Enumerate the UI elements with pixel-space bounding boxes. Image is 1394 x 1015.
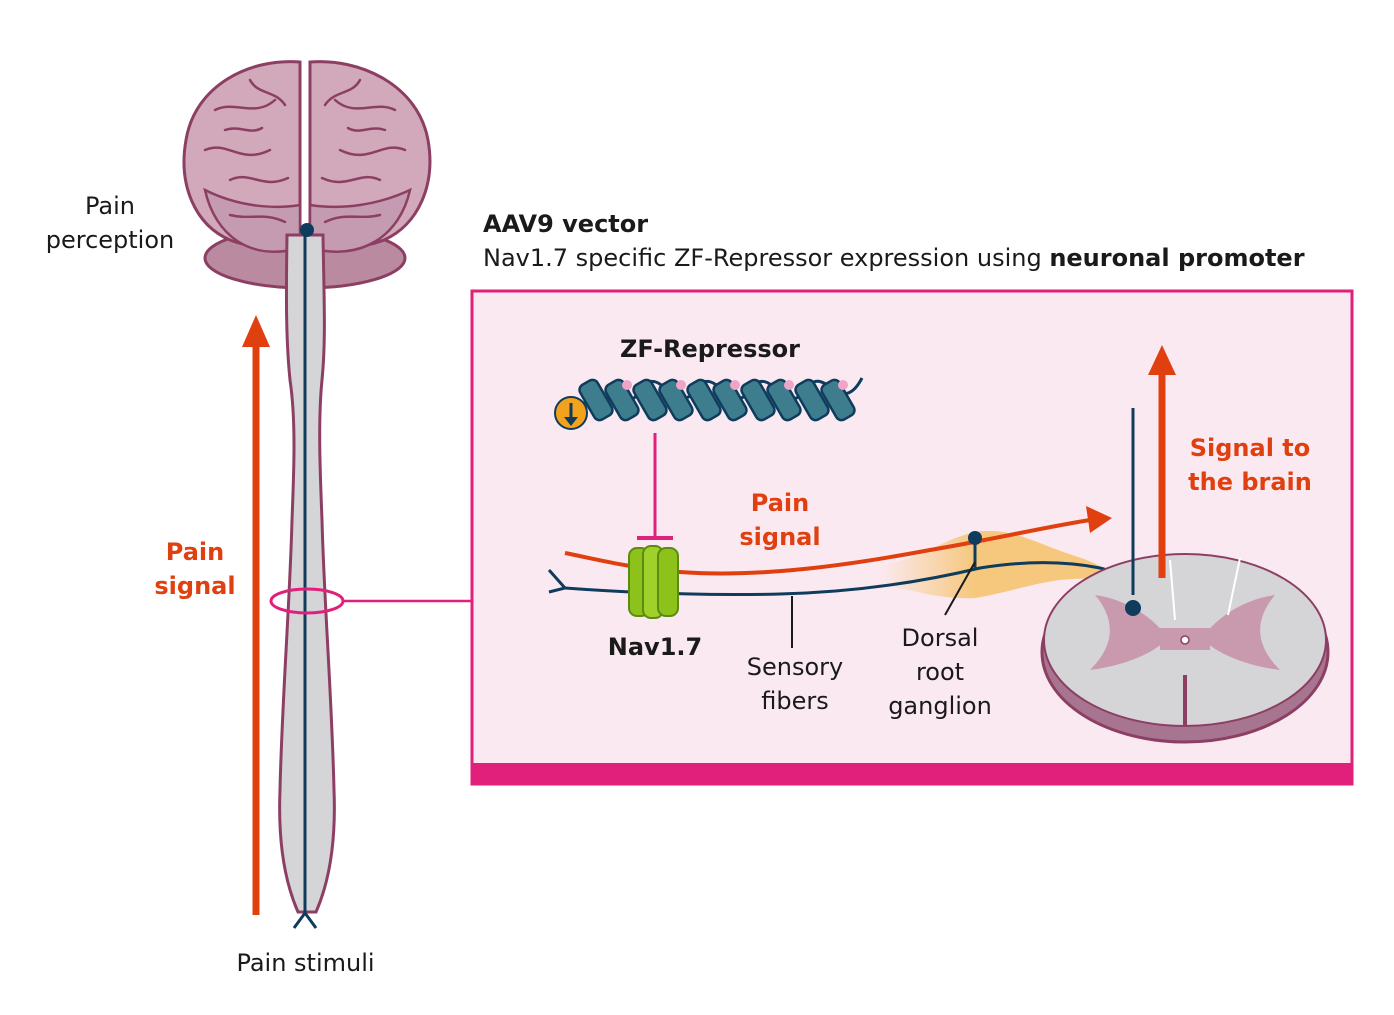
- dorsal-root-ganglion-label: Dorsal root ganglion: [888, 624, 992, 720]
- zf-repressor-protein-icon: [578, 377, 864, 422]
- nav17-channel-icon: [628, 545, 679, 619]
- signal-to-brain-arrow: [1148, 345, 1176, 578]
- nav17-label: Nav1.7: [607, 633, 703, 661]
- inhibition-line: [637, 433, 673, 540]
- pain-signal-inset-label: Pain signal: [739, 489, 821, 551]
- vector-subtitle: Nav1.7 specific ZF-Repressor expression …: [483, 244, 1305, 272]
- brain-icon: [182, 60, 432, 290]
- spinal-cord-icon: [269, 223, 345, 929]
- signal-to-brain-label: Signal to the brain: [1188, 434, 1312, 496]
- pain-perception-label: Pain perception: [45, 192, 175, 254]
- sensory-fibers-label: Sensory fibers: [746, 653, 844, 715]
- pain-stimuli-label: Pain stimuli: [236, 949, 375, 977]
- zf-repressor-label: ZF-Repressor: [620, 335, 800, 363]
- vector-title: AAV9 vector: [483, 210, 649, 238]
- down-arrow-badge-icon: [554, 396, 588, 430]
- pain-signal-left-label: Pain signal: [154, 538, 236, 600]
- spinal-cord-section-icon: [1040, 408, 1330, 744]
- pain-signal-arrow-left: [242, 315, 270, 915]
